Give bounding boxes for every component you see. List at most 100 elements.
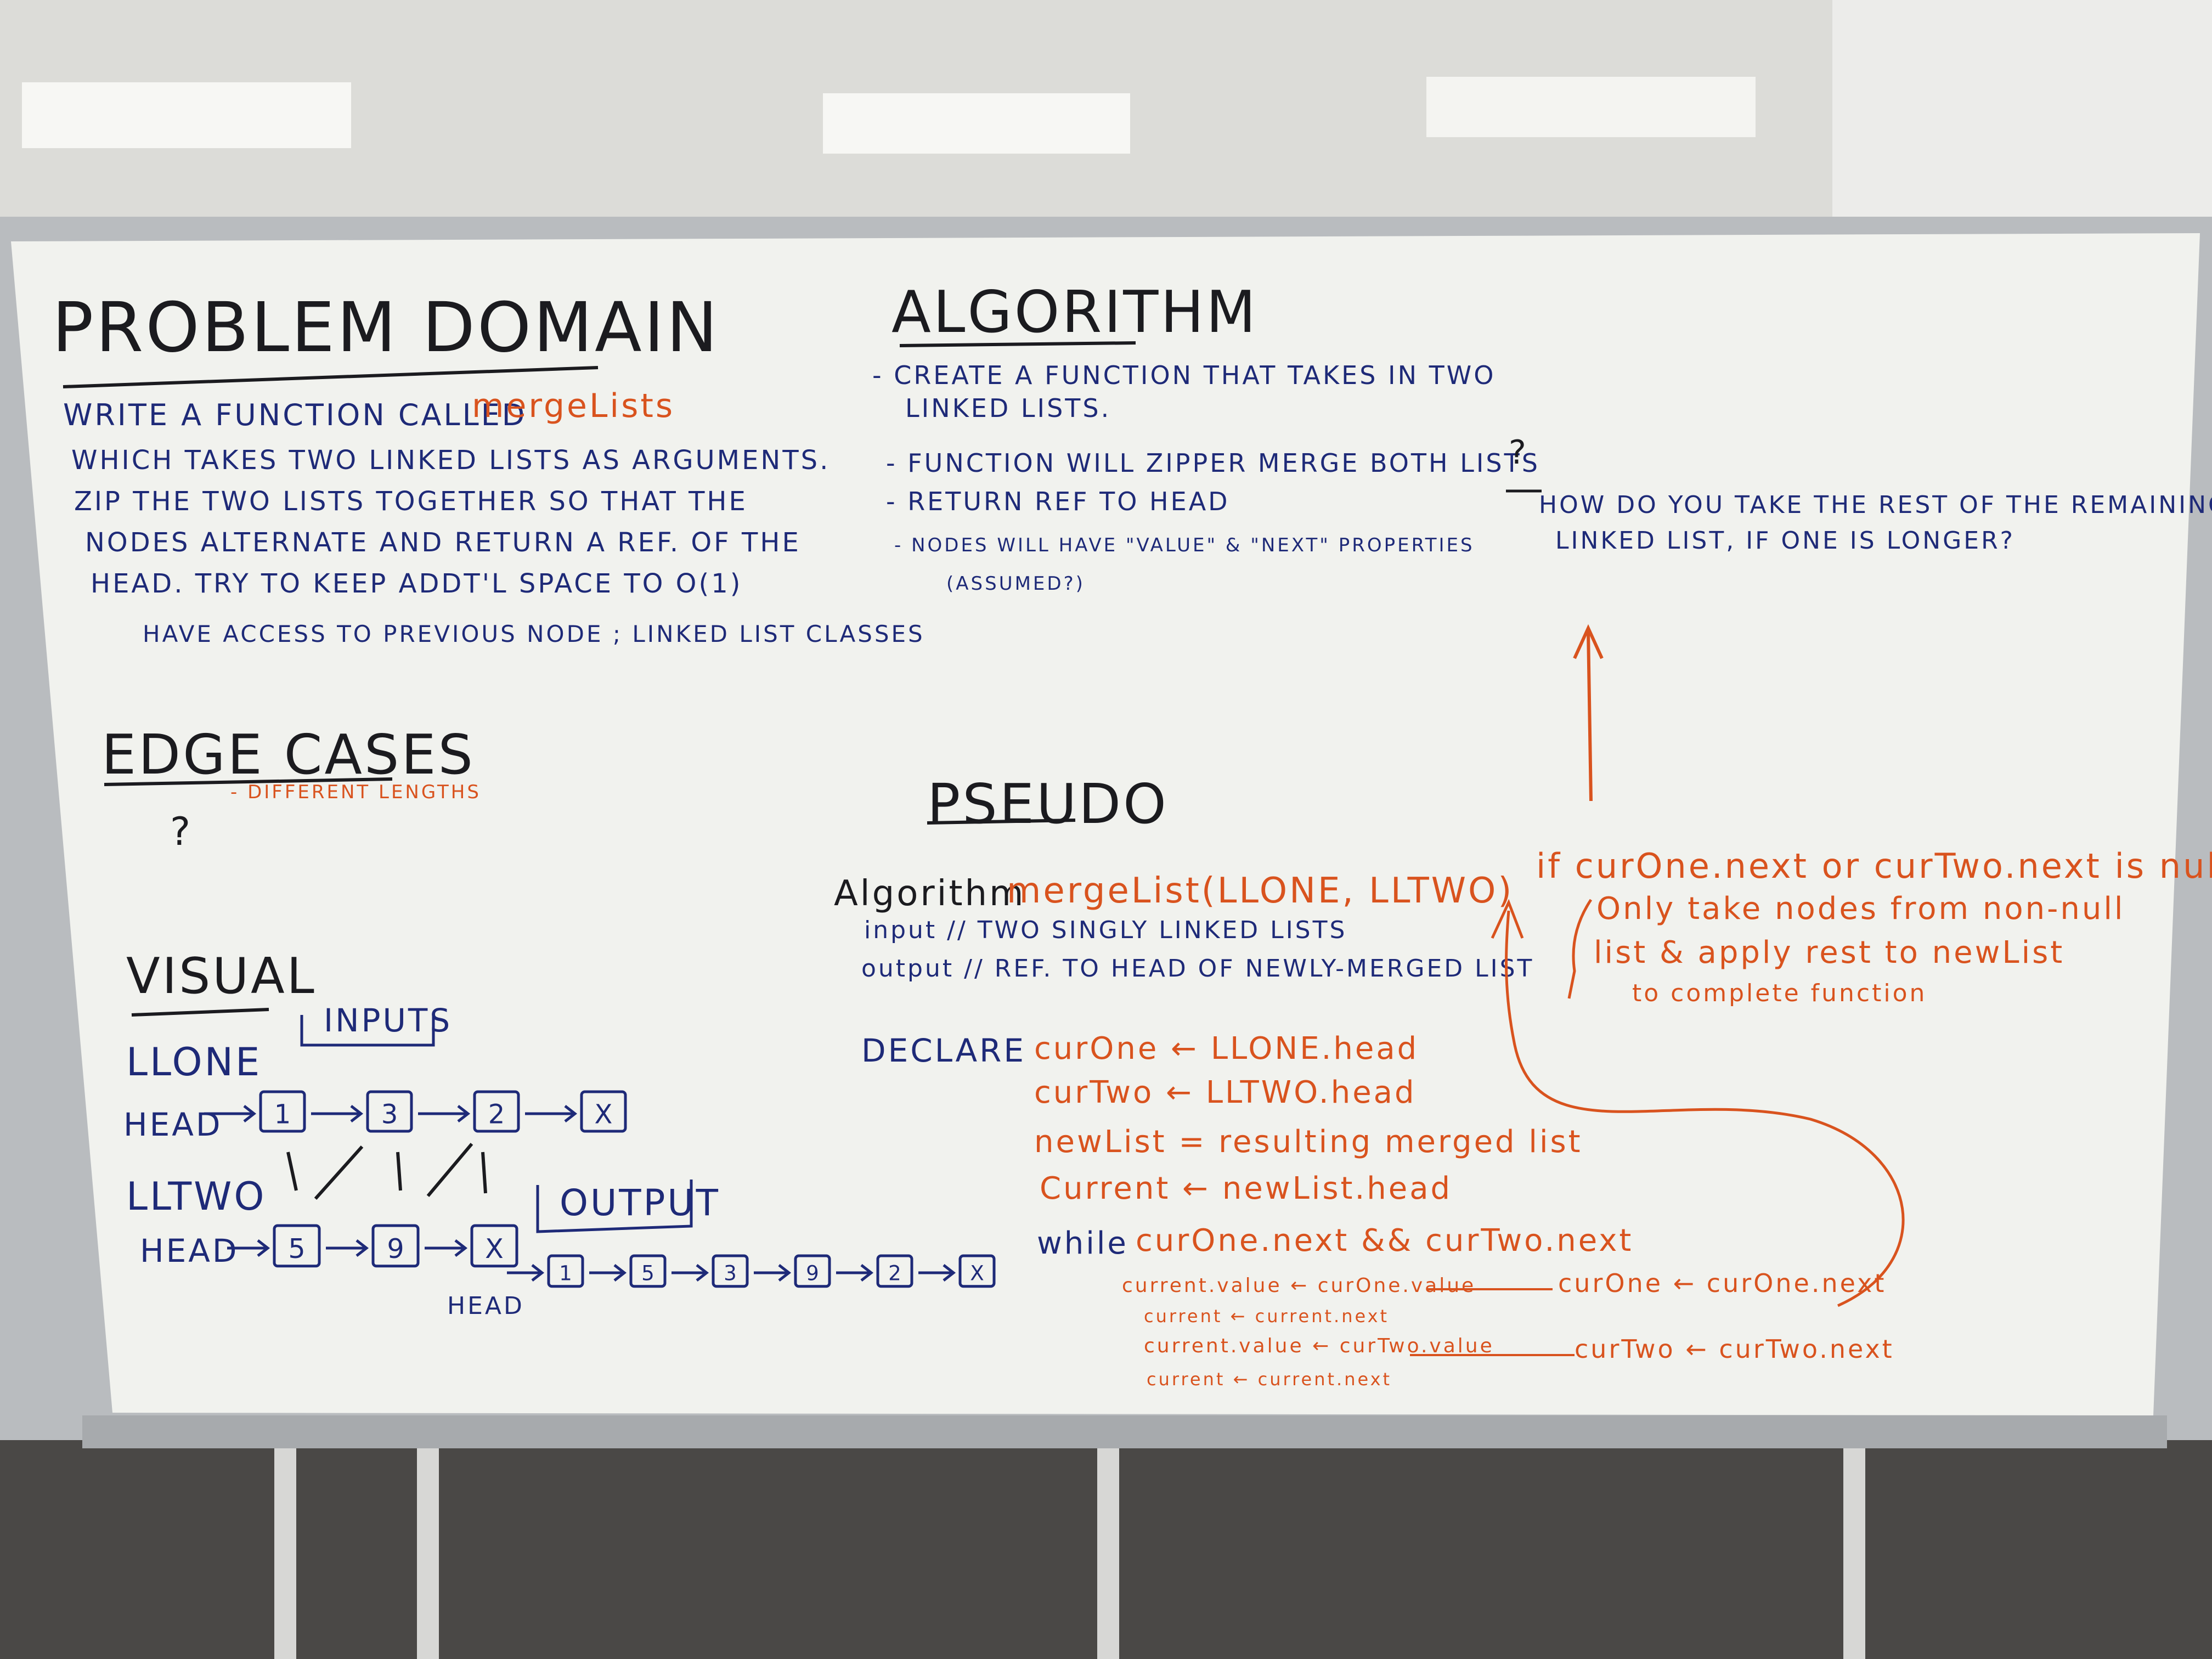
loop-line-1: current.value ← curOne.value	[1122, 1274, 1476, 1297]
algorithm-line-6: (ASSUMED?)	[946, 573, 1085, 595]
back-wall	[1832, 0, 2212, 230]
edge-case-question: ?	[170, 809, 193, 854]
output-node-box	[629, 1254, 667, 1288]
heading-underline	[104, 777, 393, 786]
lltwo-node-value: 5	[288, 1233, 305, 1265]
output-node-value: 1	[559, 1261, 572, 1285]
lltwo-nodes: 5 9 X	[227, 1224, 518, 1268]
edge-case-item: - DIFFERENT LENGTHS	[230, 781, 481, 803]
question-line-2: LINKED LIST, IF ONE IS LONGER?	[1555, 527, 2015, 555]
llone-node-value: 1	[274, 1099, 291, 1130]
pseudo-heading: PSEUDO	[927, 772, 1169, 836]
output-node-box	[876, 1254, 913, 1288]
llone-nodes: 1 3 2 X	[204, 1090, 627, 1133]
algorithm-heading: ALGORITHM	[891, 279, 1258, 346]
output-head-label: HEAD	[447, 1292, 524, 1320]
inputs-label: INPUTS	[324, 1002, 452, 1039]
lltwo-label: LLTWO	[126, 1174, 266, 1219]
problem-line-6: HAVE ACCESS TO PREVIOUS NODE ; LINKED LI…	[143, 620, 925, 647]
lltwo-arrow-head	[257, 1239, 270, 1257]
question-line-1: HOW DO YOU TAKE THE REST OF THE REMAININ…	[1539, 491, 2212, 519]
heading-underline	[131, 1008, 269, 1017]
while-condition: curOne.next && curTwo.next	[1136, 1223, 1633, 1259]
stand-leg	[274, 1448, 296, 1659]
llone-arrow-head	[457, 1105, 471, 1122]
output-node-value: 2	[888, 1261, 901, 1285]
lltwo-node-box	[371, 1224, 420, 1268]
algorithm-line-4: - RETURN REF TO HEAD	[886, 487, 1230, 516]
declare-word: DECLARE	[861, 1032, 1026, 1069]
output-arrow-head	[613, 1264, 627, 1282]
heading-underline	[899, 341, 1136, 347]
output-arrow-head	[943, 1264, 956, 1282]
algorithm-line-1: - CREATE A FUNCTION THAT TAKES IN TWO	[872, 360, 1496, 390]
up-arrow-head	[1573, 624, 1604, 659]
output-nodes: 1 5 3 9 2 X	[507, 1254, 996, 1288]
declaration-4: Current ← newList.head	[1040, 1171, 1452, 1206]
while-word: while	[1037, 1226, 1128, 1261]
output-node-box	[547, 1254, 584, 1288]
zip-arrow	[426, 1143, 473, 1197]
question-mark: ?	[1509, 433, 1528, 472]
llone-head-label: HEAD	[123, 1106, 223, 1143]
lltwo-head-label: HEAD	[140, 1232, 239, 1269]
if-line-2: Only take nodes from non-null	[1596, 891, 2125, 927]
llone-node-box	[259, 1090, 306, 1133]
side-note-2: curTwo ← curTwo.next	[1575, 1334, 1894, 1364]
declaration-2: curTwo ← LLTWO.head	[1034, 1075, 1417, 1110]
if-brace	[1567, 899, 1593, 999]
marker-tray	[82, 1415, 2167, 1448]
problem-line-2: WHICH TAKES TWO LINKED LISTS AS ARGUMENT…	[71, 445, 830, 476]
if-line-1: if curOne.next or curTwo.next is null	[1536, 846, 2212, 886]
llone-node-box	[473, 1090, 520, 1133]
lltwo-node-value: X	[485, 1233, 504, 1265]
llone-label: LLONE	[126, 1040, 262, 1085]
pseudo-output: output // REF. TO HEAD OF NEWLY-MERGED L…	[861, 955, 1534, 983]
llone-node-value: 3	[381, 1099, 398, 1130]
algorithm-line-2: LINKED LISTS.	[905, 393, 1111, 423]
problem-line-4: NODES ALTERNATE AND RETURN A REF. OF THE	[85, 527, 801, 558]
output-label: OUTPUT	[560, 1182, 720, 1224]
pseudo-signature: mergeList(LLONE, LLTWO)	[1007, 871, 1514, 911]
lltwo-node-box	[273, 1224, 321, 1268]
output-node-value: X	[970, 1261, 984, 1285]
inputs-bracket	[300, 1015, 435, 1047]
board-surface	[11, 233, 2200, 1415]
problem-line-3: ZIP THE TWO LISTS TOGETHER SO THAT THE	[74, 486, 748, 517]
ceiling-light	[823, 93, 1130, 154]
if-line-4: to complete function	[1632, 979, 1927, 1007]
output-node-value: 9	[806, 1261, 819, 1285]
loop-line-4: current ← current.next	[1147, 1369, 1392, 1390]
stand-leg	[1843, 1448, 1865, 1659]
llone-node-box	[366, 1090, 413, 1133]
output-arrow-head	[778, 1264, 792, 1282]
llone-node-box	[580, 1090, 627, 1133]
llone-node-value: X	[595, 1099, 613, 1130]
zip-arrow	[481, 1152, 487, 1194]
llone-arrow-head	[350, 1105, 364, 1122]
lltwo-arrow-head	[356, 1239, 369, 1257]
if-line-3: list & apply rest to newList	[1594, 935, 2064, 970]
loop-back-arrow	[1505, 910, 1905, 1307]
problem-line-5: HEAD. TRY TO KEEP ADDT'L SPACE TO O(1)	[91, 568, 742, 599]
llone-node-value: 2	[488, 1099, 505, 1130]
algorithm-word: Algorithm	[834, 873, 1025, 914]
stand-leg	[417, 1448, 439, 1659]
lltwo-node-value: 9	[387, 1233, 404, 1265]
visual-heading: VISUAL	[126, 947, 317, 1005]
ceiling-light	[22, 82, 351, 148]
output-node-value: 3	[724, 1261, 737, 1285]
problem-domain-heading: PROBLEM DOMAIN	[52, 288, 720, 368]
zip-arrow	[286, 1152, 298, 1191]
output-node-box	[958, 1254, 996, 1288]
ceiling-light	[1426, 77, 1756, 137]
edge-cases-heading: EDGE CASES	[101, 723, 475, 787]
stand-leg	[1097, 1448, 1119, 1659]
function-name: mergeLists	[472, 387, 675, 425]
side-note-1: curOne ← curOne.next	[1558, 1268, 1886, 1298]
algorithm-line-5: - NODES WILL HAVE "VALUE" & "NEXT" PROPE…	[894, 534, 1475, 556]
output-node-box	[712, 1254, 749, 1288]
output-node-value: 5	[641, 1261, 654, 1285]
llone-arrow-head	[564, 1105, 578, 1122]
